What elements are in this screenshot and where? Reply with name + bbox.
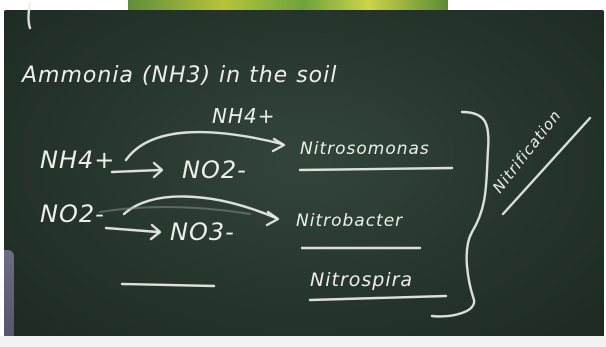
row2-underline-2 (308, 294, 448, 302)
row2-reactant: NO2- (40, 200, 105, 228)
row2-bacterium-1: Nitrobacter (296, 211, 403, 231)
row1-reactant: NH4+ (40, 146, 115, 174)
board-title: Ammonia (NH3) in the soil (20, 63, 337, 88)
row2-product: NO3- (170, 218, 235, 246)
side-label: Nitrification (489, 106, 565, 196)
row1-arrowhead (152, 161, 164, 179)
row1-arrow-shaft (110, 168, 162, 174)
stray-chalk-line (120, 282, 216, 288)
presenter-sleeve (4, 250, 14, 342)
chalkboard (4, 10, 604, 344)
wall-poster-strip (128, 0, 448, 12)
row1-curved-arrow (124, 130, 284, 162)
row2-arrowhead (149, 223, 162, 241)
row1-curved-arrowhead (271, 137, 286, 153)
row2-curved-arrow (122, 195, 278, 220)
row2-arrow-shaft (104, 226, 160, 234)
row2-bacterium-2: Nitrospira (310, 269, 413, 291)
row1-product: NO2- (182, 156, 247, 184)
board-bottom-edge (0, 336, 606, 347)
grouping-bracket (430, 110, 490, 318)
row1-underline (298, 166, 454, 172)
chalk-smudge (99, 205, 251, 215)
side-label-underline (501, 116, 592, 216)
row1-bacterium: Nitrosomonas (300, 139, 430, 159)
ammonium-label-top: NH4+ (212, 104, 275, 128)
row2-curved-arrowhead (265, 210, 280, 227)
top-left-chalk-mark (27, 2, 32, 30)
